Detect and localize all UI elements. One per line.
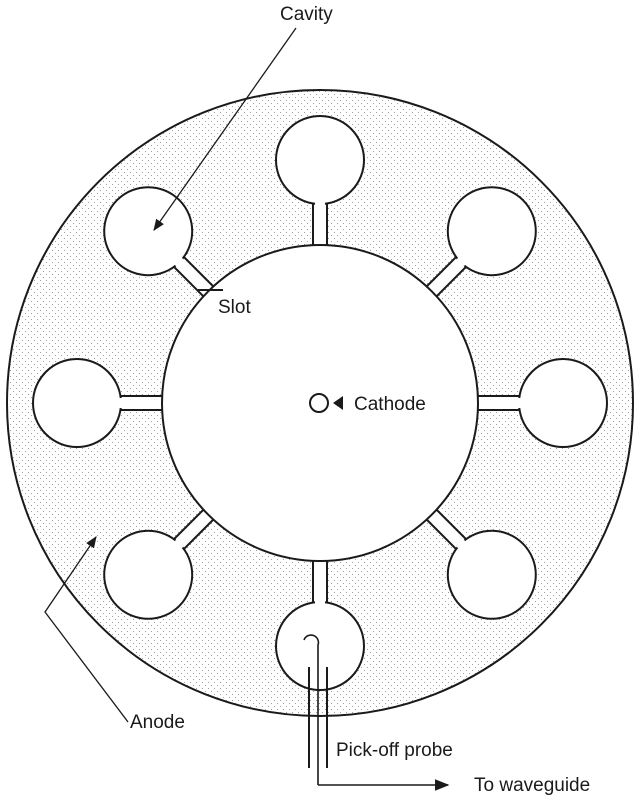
slot-opening-6 [171,537,186,552]
cathode-label: Cathode [354,394,426,415]
cavity-3 [518,358,608,448]
cathode-icon [309,393,329,413]
slot-opening-4 [454,537,469,552]
pickoff-probe-label: Pick-off probe [336,740,453,761]
slot-opening-1 [315,198,325,208]
cavity-label: Cavity [280,4,333,25]
cavity-arrow [153,27,297,231]
slot-label: Slot [218,297,251,318]
cavity-1 [275,115,365,205]
cavity-7 [32,358,122,448]
slot-opening-7 [115,398,125,408]
cavity-2 [446,186,537,277]
slot-opening-5 [315,598,325,608]
slot-opening-8 [171,254,186,269]
cathode-arrow-icon [333,396,343,410]
pickoff-loop [303,634,320,785]
cavities-group [32,115,608,691]
anode-label: Anode [130,712,185,733]
cavity-5 [275,601,365,691]
slot-opening-3 [515,398,525,408]
cavity-8 [103,186,194,277]
to-waveguide-label: To waveguide [474,775,590,795]
anode-arrow [44,536,129,723]
cavity-6 [103,529,194,620]
slot-opening-2 [454,254,469,269]
cavity-4 [446,529,537,620]
